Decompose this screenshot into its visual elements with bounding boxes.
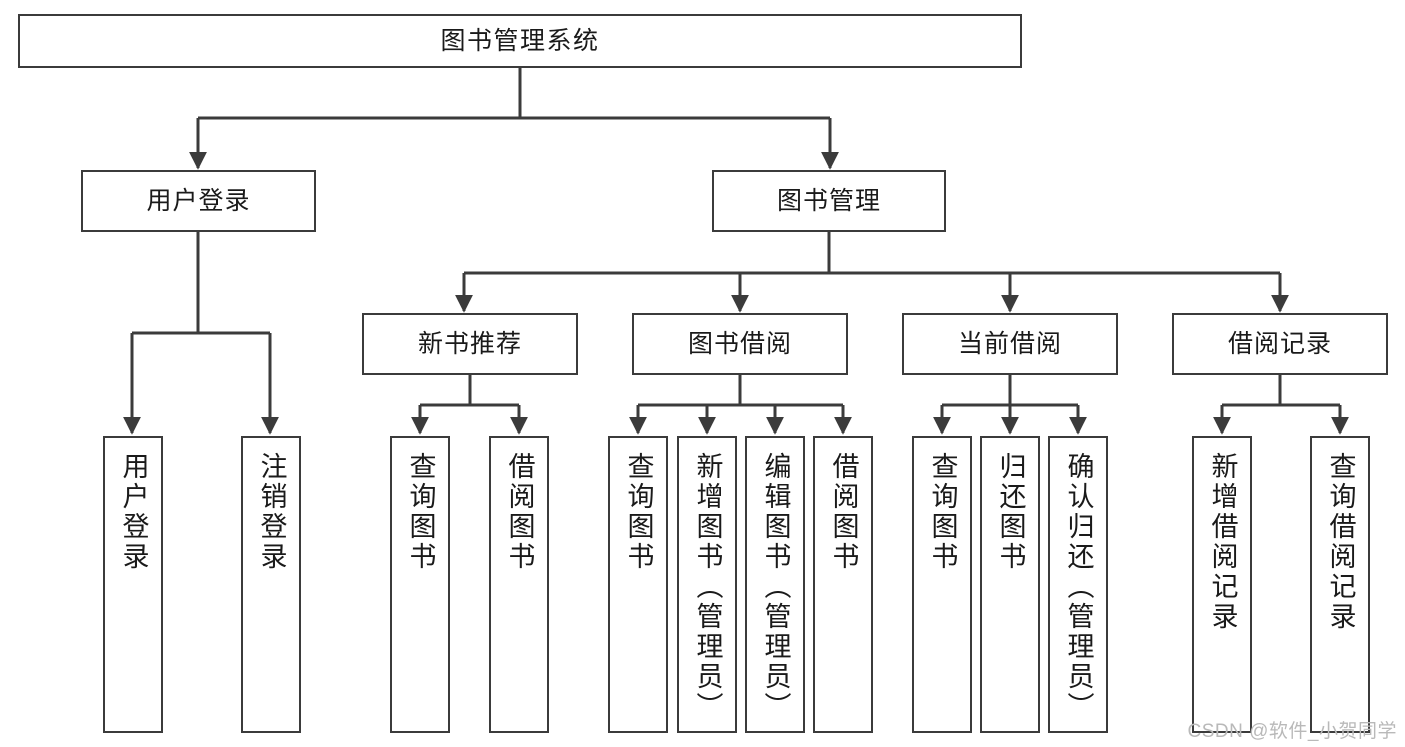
watermark: CSDN @软件_小贺同学: [1187, 721, 1397, 742]
node-root[interactable]: 图书管理系统: [18, 14, 1022, 68]
node-leaf-borrow-book-1-label: 借阅图书: [504, 452, 535, 572]
node-book-borrow[interactable]: 图书借阅: [632, 313, 848, 375]
node-leaf-return-book[interactable]: 归还图书: [980, 436, 1040, 733]
node-current-borrow-label: 当前借阅: [957, 329, 1062, 358]
node-leaf-return-book-label: 归还图书: [995, 452, 1026, 572]
node-current-borrow[interactable]: 当前借阅: [902, 313, 1118, 375]
node-user-login-label: 用户登录: [146, 186, 251, 215]
node-borrow-record[interactable]: 借阅记录: [1172, 313, 1388, 375]
node-book-manage[interactable]: 图书管理: [712, 170, 946, 232]
node-leaf-add-book-label: 新增图书（管理员）: [692, 452, 723, 722]
node-leaf-borrow-book-2-label: 借阅图书: [828, 452, 859, 572]
node-new-book-rec[interactable]: 新书推荐: [362, 313, 578, 375]
node-leaf-borrow-book-2[interactable]: 借阅图书: [813, 436, 873, 733]
node-leaf-query-book-3-label: 查询图书: [927, 452, 958, 572]
node-root-label: 图书管理系统: [440, 26, 600, 55]
node-book-borrow-label: 图书借阅: [687, 329, 792, 358]
node-leaf-user-login[interactable]: 用户登录: [103, 436, 163, 733]
node-leaf-user-login-label: 用户登录: [118, 452, 149, 572]
node-leaf-logout-label: 注销登录: [256, 452, 287, 572]
node-leaf-add-record[interactable]: 新增借阅记录: [1192, 436, 1252, 733]
node-leaf-query-record[interactable]: 查询借阅记录: [1310, 436, 1370, 733]
node-leaf-query-book-2-label: 查询图书: [623, 452, 654, 572]
node-leaf-confirm-return-label: 确认归还（管理员）: [1063, 452, 1094, 722]
node-leaf-query-record-label: 查询借阅记录: [1325, 452, 1356, 632]
node-leaf-add-book[interactable]: 新增图书（管理员）: [677, 436, 737, 733]
node-user-login[interactable]: 用户登录: [81, 170, 316, 232]
node-leaf-edit-book-label: 编辑图书（管理员）: [760, 452, 791, 722]
node-leaf-confirm-return[interactable]: 确认归还（管理员）: [1048, 436, 1108, 733]
node-book-manage-label: 图书管理: [776, 186, 881, 215]
node-leaf-query-book-3[interactable]: 查询图书: [912, 436, 972, 733]
node-borrow-record-label: 借阅记录: [1227, 329, 1332, 358]
node-leaf-edit-book[interactable]: 编辑图书（管理员）: [745, 436, 805, 733]
node-leaf-borrow-book-1[interactable]: 借阅图书: [489, 436, 549, 733]
node-leaf-query-book-1[interactable]: 查询图书: [390, 436, 450, 733]
node-new-book-rec-label: 新书推荐: [417, 329, 522, 358]
node-leaf-query-book-2[interactable]: 查询图书: [608, 436, 668, 733]
node-leaf-logout[interactable]: 注销登录: [241, 436, 301, 733]
node-leaf-add-record-label: 新增借阅记录: [1207, 452, 1238, 632]
node-leaf-query-book-1-label: 查询图书: [405, 452, 436, 572]
